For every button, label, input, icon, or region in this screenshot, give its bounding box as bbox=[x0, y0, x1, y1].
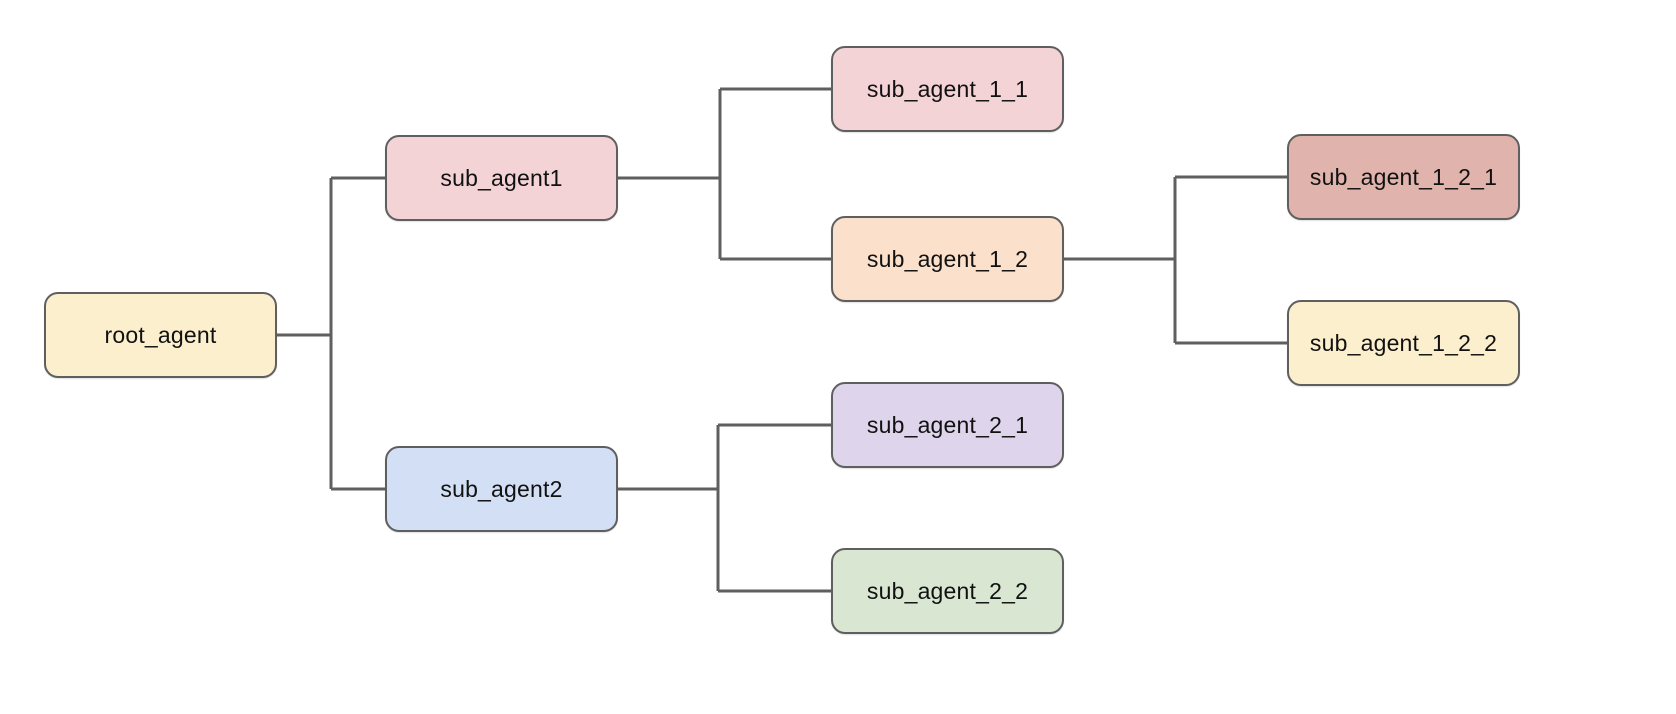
node-label: sub_agent_1_1 bbox=[866, 75, 1029, 102]
node-label: sub_agent_1_2 bbox=[866, 245, 1029, 272]
node-sub_agent_2_1[interactable]: sub_agent_2_1 bbox=[831, 382, 1064, 468]
node-label: sub_agent1 bbox=[440, 164, 563, 191]
node-label: root_agent bbox=[104, 321, 217, 348]
node-sub_agent_1_2_1[interactable]: sub_agent_1_2_1 bbox=[1287, 134, 1520, 220]
node-label: sub_agent_2_2 bbox=[866, 577, 1029, 604]
node-label: sub_agent_1_2_1 bbox=[1309, 163, 1498, 190]
node-sub_agent1[interactable]: sub_agent1 bbox=[385, 135, 618, 221]
node-sub_agent_1_1[interactable]: sub_agent_1_1 bbox=[831, 46, 1064, 132]
node-root_agent[interactable]: root_agent bbox=[44, 292, 277, 378]
node-sub_agent2[interactable]: sub_agent2 bbox=[385, 446, 618, 532]
node-label: sub_agent2 bbox=[440, 475, 563, 502]
node-sub_agent_1_2[interactable]: sub_agent_1_2 bbox=[831, 216, 1064, 302]
node-sub_agent_1_2_2[interactable]: sub_agent_1_2_2 bbox=[1287, 300, 1520, 386]
node-label: sub_agent_2_1 bbox=[866, 411, 1029, 438]
node-label: sub_agent_1_2_2 bbox=[1309, 329, 1498, 356]
node-sub_agent_2_2[interactable]: sub_agent_2_2 bbox=[831, 548, 1064, 634]
